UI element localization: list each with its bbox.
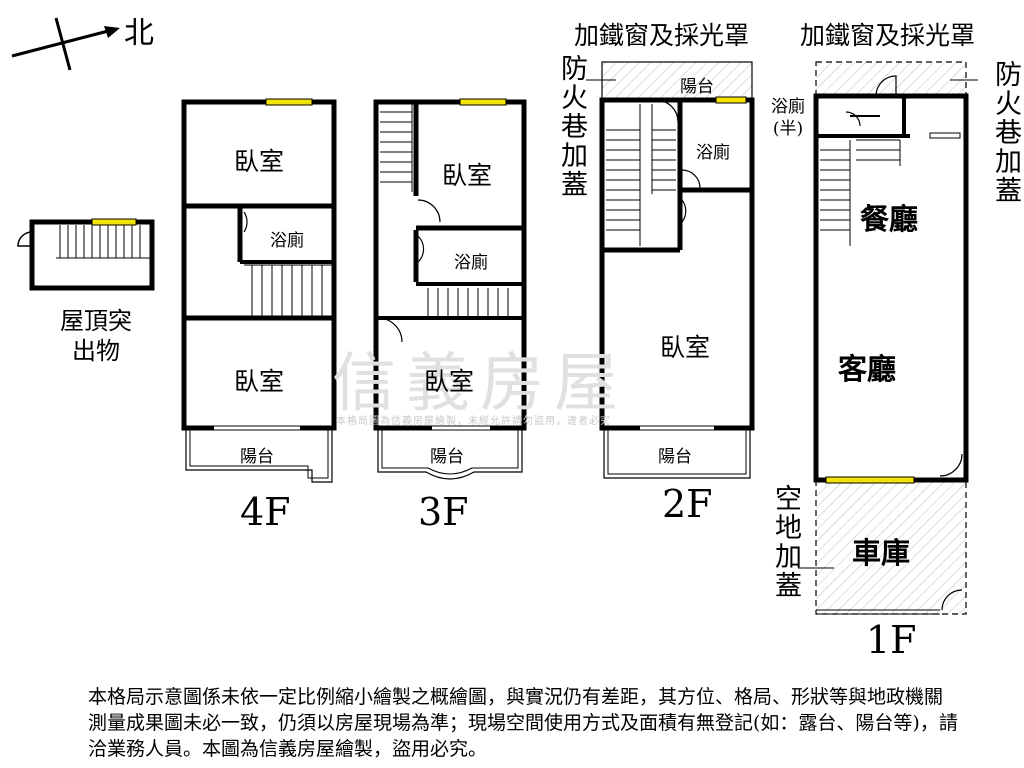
3f-room-bedroom-rear: 臥室 [442,161,493,190]
compass-label: 北 [124,16,154,51]
floor-3f-plan [373,98,527,480]
disclaimer-text: 本格局示意圖係未依一定比例縮小繪製之概繪圖，與實況仍有差距，其方位、格局、形狀等… [88,686,958,760]
floor-1f-plan [798,61,978,615]
1f-room-garage: 車庫 [852,536,911,570]
1f-level-label: 1F [866,618,917,662]
2f-room-bedroom: 臥室 [660,333,711,362]
1f-room-dining: 餐廳 [860,202,919,236]
floor-2f-plan [586,61,755,479]
2f-side-note: 防火巷加蓋 [556,54,587,199]
3f-room-bathroom: 浴廁 [454,253,488,273]
watermark-notice: 本格局圖為信義房屋繪製，未經允許請勿盜用，違者必究 [336,416,611,427]
1f-header-note: 加鐵窗及採光罩 [800,21,976,50]
2f-level-label: 2F [662,482,713,526]
2f-room-bathroom: 浴廁 [696,143,730,163]
1f-room-half-bath: 浴廁(半) [771,97,805,139]
2f-header-note: 加鐵窗及採光罩 [574,21,750,50]
1f-side-note: 防火巷加蓋 [990,60,1021,205]
4f-room-bathroom: 浴廁 [270,231,304,251]
north-arrow [11,17,120,71]
floor-4f-plan [181,98,337,483]
3f-balcony: 陽台 [430,447,464,467]
4f-balcony: 陽台 [240,447,274,467]
3f-level-label: 3F [418,490,469,534]
roof-structure [17,218,155,291]
1f-front-note: 空地加蓋 [770,484,801,600]
2f-balcony-front: 陽台 [658,447,692,467]
4f-level-label: 4F [240,490,291,534]
1f-room-living: 客廳 [838,352,897,386]
roof-label: 屋頂突出物 [60,307,132,365]
watermark-brand: 信義房屋 [332,347,628,421]
3f-room-bedroom-front: 臥室 [424,367,475,396]
2f-balcony-rear: 陽台 [680,77,714,97]
4f-room-bedroom-front: 臥室 [234,367,285,396]
4f-room-bedroom-rear: 臥室 [234,147,285,176]
